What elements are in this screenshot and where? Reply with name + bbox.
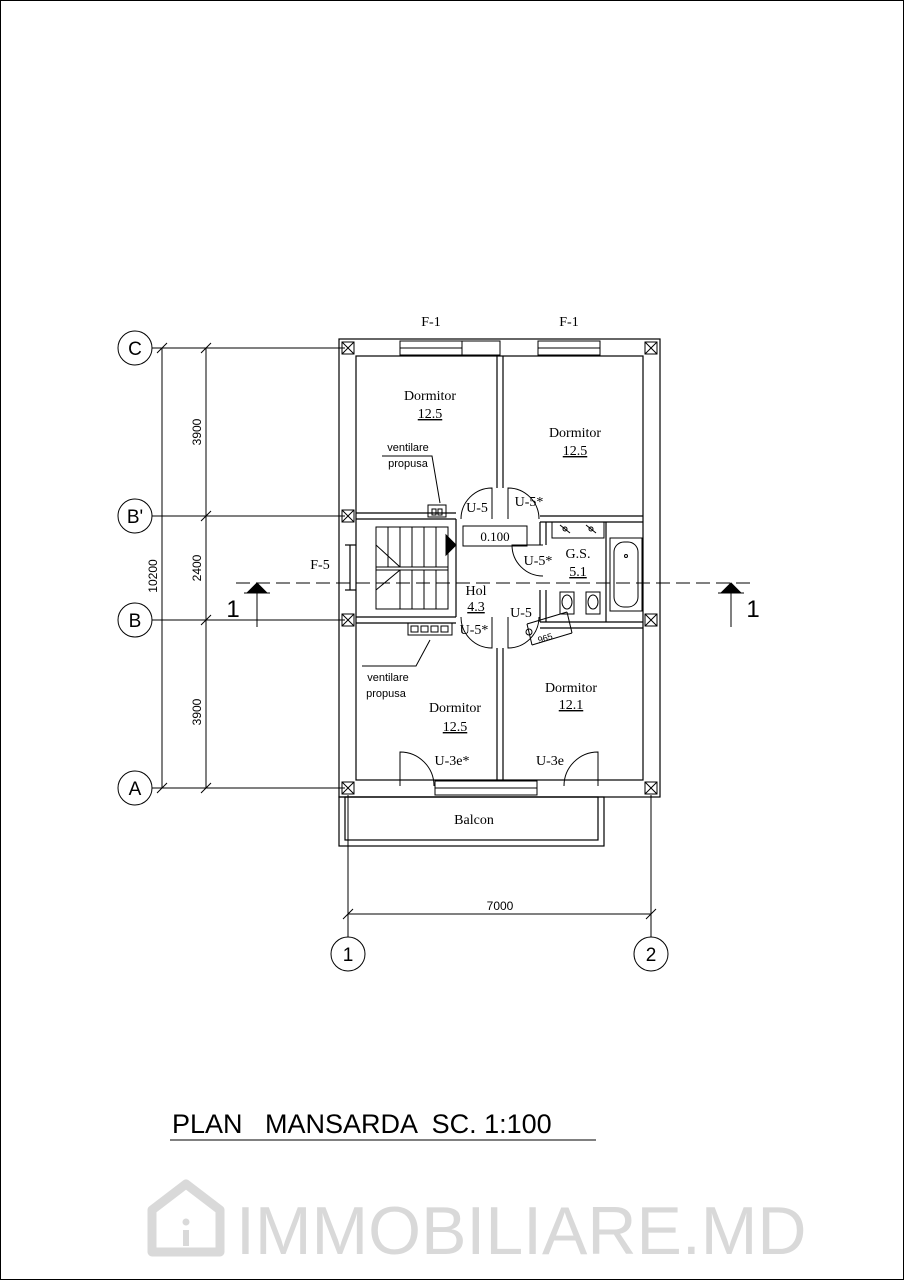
dim-horizontal-total: 7000 (487, 899, 514, 913)
room-area-bedroom-nw: 12.5 (418, 407, 443, 422)
door-label-se: U-5 (510, 606, 532, 621)
room-area-bathroom: 5.1 (569, 565, 587, 580)
dimension-lines (156, 342, 657, 920)
bathroom-fixtures (525, 521, 643, 646)
door-label-balcony-right: U-3e (536, 754, 564, 769)
window-label-f5: F-5 (310, 558, 329, 573)
vent-top-line1: ventilare (387, 442, 429, 454)
room-area-hall: 4.3 (467, 600, 485, 615)
dim-vertical-seg-3: 3900 (190, 698, 204, 725)
door-label-balcony-left: U-3e* (435, 754, 470, 769)
axis-label-b: B (129, 611, 142, 632)
axis-label-b-prime: B' (127, 507, 143, 528)
house-logo-dot (182, 1218, 190, 1226)
window-label-f1-left: F-1 (421, 315, 440, 330)
room-name-bedroom-se: Dormitor (545, 681, 597, 696)
room-name-bathroom: G.S. (566, 547, 591, 562)
room-labels: Dormitor 12.5 Dormitor 12.5 Dormitor 12.… (404, 389, 601, 828)
room-name-hall: Hol (466, 584, 487, 599)
dim-vertical-seg-2: 2400 (190, 554, 204, 581)
room-area-bedroom-ne: 12.5 (563, 444, 588, 459)
room-name-bedroom-nw: Dormitor (404, 389, 456, 404)
axis-label-2: 2 (646, 945, 657, 966)
vent-bottom-line1: ventilare (367, 672, 409, 684)
level-mark: 0.100 (480, 529, 509, 544)
ventilation-notes: ventilare propusa ventilare propusa (366, 442, 429, 700)
section-line (236, 582, 752, 627)
windows (399, 340, 601, 796)
level-mark-box (462, 525, 528, 547)
plan-title: PLAN MANSARDA SC. 1:100 (172, 1109, 552, 1139)
ventilation-ducts (362, 455, 453, 667)
door-label-sw: U-5* (460, 623, 489, 638)
walls (338, 338, 661, 847)
staircase (375, 526, 457, 610)
vent-top-line2: propusa (388, 458, 429, 470)
axis-label-a: A (129, 779, 142, 800)
room-area-bedroom-sw: 12.5 (443, 720, 468, 735)
tub-dimension: 965 (536, 631, 553, 645)
vent-bottom-line2: propusa (366, 688, 407, 700)
door-label-bath: U-5* (524, 554, 553, 569)
room-name-bedroom-sw: Dormitor (429, 701, 481, 716)
dim-vertical-total: 10200 (146, 559, 160, 593)
door-label-ne: U-5* (515, 495, 544, 510)
room-name-balcony: Balcon (454, 813, 494, 828)
doors (399, 487, 599, 787)
door-label-nw: U-5 (466, 501, 488, 516)
house-logo-icon (147, 1179, 225, 1257)
structural-columns (341, 341, 658, 795)
room-area-bedroom-se: 12.1 (559, 698, 584, 713)
axis-label-c: C (128, 339, 142, 360)
door-labels: U-5 U-5* U-5* U-5 U-5* U-3e* U-3e (435, 495, 565, 769)
section-marker-right: 1 (746, 596, 759, 623)
room-name-bedroom-ne: Dormitor (549, 426, 601, 441)
watermark-text: IMMOBILIARE.MD (236, 1193, 807, 1269)
dim-vertical-seg-1: 3900 (190, 418, 204, 445)
section-marker-left: 1 (226, 596, 239, 623)
house-logo-bar (183, 1230, 189, 1246)
axis-label-1: 1 (343, 945, 354, 966)
grid-axes (117, 330, 669, 972)
window-label-f1-right: F-1 (559, 315, 578, 330)
